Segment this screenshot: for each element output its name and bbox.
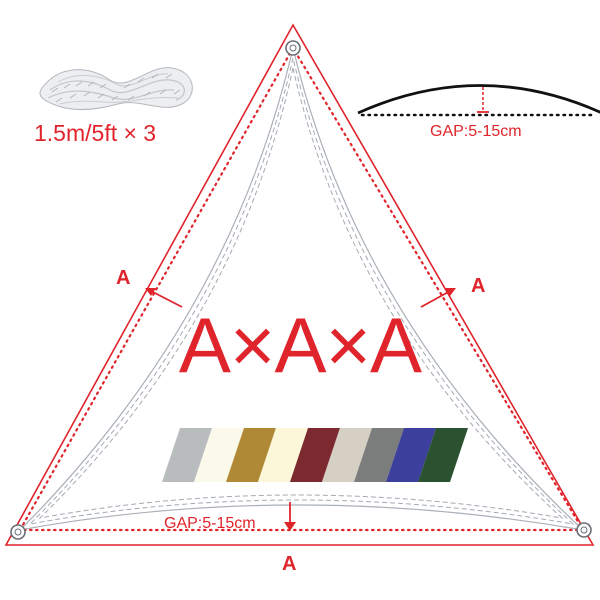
corner-ring-top [285,40,301,56]
corner-ring-right [576,522,592,538]
color-swatch [258,428,308,482]
outer-triangle-outline [4,23,595,546]
color-swatch [194,428,244,482]
color-swatch [354,428,404,482]
arrow-right-side [420,288,456,308]
rope-coil-image [39,67,193,111]
color-swatch [386,428,436,482]
stitch-line-inner [38,67,564,519]
corner-ring-left [10,524,26,540]
side-label-right: A [471,275,485,297]
color-swatch [418,428,468,482]
arrow-bottom-gap [284,502,296,531]
sag-illustration [357,84,600,117]
rope-length-label: 1.5m/5ft × 3 [34,120,156,146]
color-swatch [226,428,276,482]
sail-body [18,47,585,531]
arrow-left-side [145,288,183,308]
stitch-line-outer [28,57,575,525]
color-swatches [162,428,468,482]
color-swatch [322,428,372,482]
reference-dotted-triangle [18,45,585,532]
side-label-left: A [116,267,130,289]
color-swatch [290,428,340,482]
side-label-bottom: A [282,553,296,575]
size-formula-label: A×A×A [179,301,422,389]
gap-label-top: GAP:5-15cm [430,123,522,140]
color-swatch [162,428,212,482]
gap-label-bottom: GAP:5-15cm [164,515,256,532]
